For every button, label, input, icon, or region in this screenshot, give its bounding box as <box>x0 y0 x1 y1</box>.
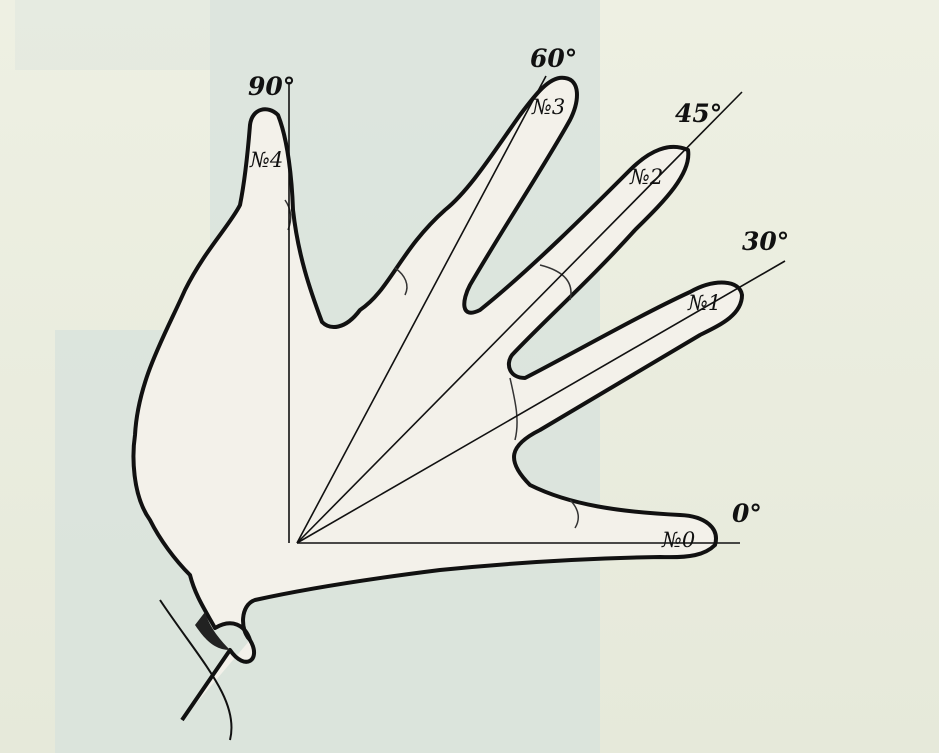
angle-label-0: 0° <box>732 499 762 528</box>
finger-label-2: №2 <box>629 165 663 189</box>
finger-label-1: №1 <box>687 291 721 315</box>
angle-label-30: 30° <box>742 227 789 256</box>
angle-label-60: 60° <box>530 44 577 73</box>
angle-label-45: 45° <box>675 99 722 128</box>
finger-label-4: №4 <box>249 148 283 172</box>
finger-label-0: №0 <box>661 528 695 552</box>
finger-label-3: №3 <box>531 95 565 119</box>
angle-label-90: 90° <box>248 72 295 101</box>
